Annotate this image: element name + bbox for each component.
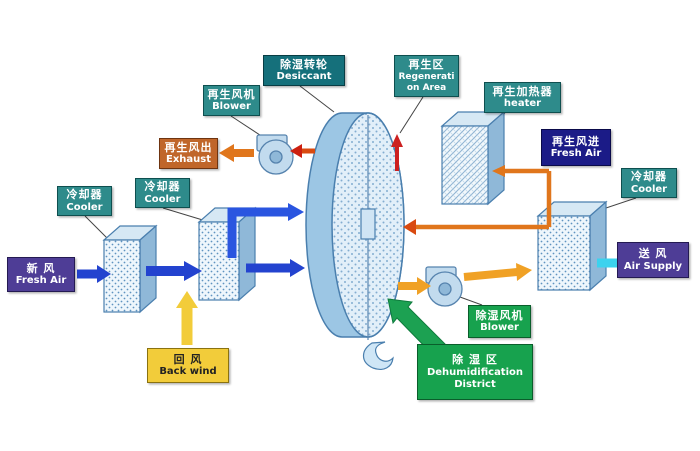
- wheel-to-dehum-blower-arrowhead: [417, 277, 431, 295]
- cooler-1-label: 冷却器 Cooler: [57, 186, 112, 216]
- cooler2-to-wheel-arrowhead: [290, 259, 305, 277]
- air-supply-en: Air Supply: [623, 260, 683, 272]
- cooler-unit-1: [102, 224, 158, 314]
- dehum-blower-label: 除湿风机 Blower: [468, 305, 531, 338]
- cooler-3-en: Cooler: [630, 183, 668, 195]
- cooler-1-front-face: [103, 239, 141, 313]
- regen-blower-label: 再生风机 Blower: [203, 85, 260, 116]
- cooler1-to-cooler2-arrowhead: [184, 261, 202, 281]
- dehum-district-zh: 除 湿 区: [452, 353, 498, 367]
- regen-through-wheel-arrowhead: [391, 134, 403, 147]
- fresh-air-arrowhead: [97, 265, 111, 283]
- process-air-arrows: [77, 203, 305, 283]
- regen-area-en: Regeneration Area: [398, 72, 455, 93]
- wheel-hub: [360, 208, 376, 240]
- desiccant-en: Desiccant: [276, 71, 332, 83]
- dehum-blower-unit: [425, 266, 463, 307]
- dehum-blower-en: Blower: [480, 322, 519, 334]
- cooler-3-label: 冷却器 Cooler: [621, 168, 677, 198]
- wheel-seal-curl: [362, 341, 394, 370]
- regen-blower-en: Blower: [212, 101, 251, 113]
- regen-blower-hub: [269, 150, 283, 164]
- cooler-3-side-face: [589, 200, 607, 292]
- cooler2-up-to-wheel-arrowhead: [288, 203, 304, 221]
- cooler-2-en: Cooler: [144, 193, 181, 205]
- regen-into-wheel-arrowhead: [403, 219, 416, 235]
- back-wind-arrowhead: [176, 291, 198, 308]
- desiccant-label: 除湿转轮 Desiccant: [263, 55, 345, 86]
- leader-cooler-1: [84, 215, 109, 240]
- exhaust-zh: 再生风出: [164, 140, 213, 154]
- regen-air-path: [219, 134, 552, 235]
- exhaust-en: Exhaust: [166, 154, 211, 166]
- cooler2-up-to-wheel-arrow: [227, 207, 288, 258]
- heater-front-face: [441, 125, 489, 205]
- regen-blower-zh: 再生风机: [207, 87, 256, 101]
- back-wind-zh: 回 风: [173, 352, 203, 366]
- blower-to-cooler3-arrowhead: [516, 263, 532, 281]
- leader-cooler-2: [162, 207, 207, 222]
- regen-area-zh: 再生区: [408, 58, 445, 72]
- air-supply-label: 送 风 Air Supply: [617, 242, 689, 278]
- fresh-air-in-en: Fresh Air: [15, 275, 67, 287]
- cooler-1-en: Cooler: [66, 201, 103, 213]
- blower-to-cooler3-arrow: [463, 268, 518, 281]
- back-wind-arrow: [176, 291, 198, 345]
- cooler-2-label: 冷却器 Cooler: [135, 178, 190, 208]
- desiccant-zh: 除湿转轮: [280, 57, 328, 71]
- exhaust-arrowhead: [219, 144, 234, 162]
- air-supply-zh: 送 风: [638, 247, 668, 261]
- dehum-district-en: Dehumidification District: [426, 366, 524, 390]
- back-wind-en: Back wind: [159, 366, 217, 378]
- regen-heater-unit: [440, 110, 506, 206]
- back-wind-label: 回 风 Back wind: [147, 348, 229, 383]
- leader-desiccant: [299, 85, 335, 113]
- cooler-1-zh: 冷却器: [66, 188, 103, 202]
- regen-into-heater-arrowhead: [492, 165, 505, 177]
- dehum-blower-zh: 除湿风机: [475, 308, 524, 322]
- regen-heater-label: 再生加热器 heater: [484, 82, 561, 113]
- dehum-blower-hub: [438, 282, 452, 296]
- regen-heater-en: heater: [503, 98, 542, 110]
- dehum-district-label: 除 湿 区 Dehumidification District: [417, 344, 533, 400]
- fresh-air-in-label: 新 风 Fresh Air: [7, 257, 75, 292]
- regen-fresh-air-label: 再生风进 Fresh Air: [541, 129, 611, 166]
- heater-side-face: [487, 110, 505, 206]
- regen-fresh-air-en: Fresh Air: [550, 148, 602, 160]
- wheel-to-blower-arrowhead: [290, 144, 302, 158]
- regen-fresh-air-zh: 再生风进: [552, 134, 600, 148]
- cooler-2-zh: 冷却器: [144, 180, 181, 194]
- cooler-3-zh: 冷却器: [631, 170, 667, 184]
- fresh-air-in-zh: 新 风: [26, 261, 56, 275]
- regen-area-label: 再生区 Regeneration Area: [394, 55, 459, 97]
- desiccant-wheel: [305, 112, 405, 370]
- cooler-2-side-face: [238, 206, 256, 302]
- regen-blower-unit: [256, 134, 294, 175]
- regen-heater-zh: 再生加热器: [492, 84, 553, 98]
- exhaust-label: 再生风出 Exhaust: [159, 138, 218, 169]
- leader-dehum-blower: [459, 296, 483, 306]
- cooler-unit-2: [197, 206, 257, 302]
- leader-regen-area: [399, 96, 424, 134]
